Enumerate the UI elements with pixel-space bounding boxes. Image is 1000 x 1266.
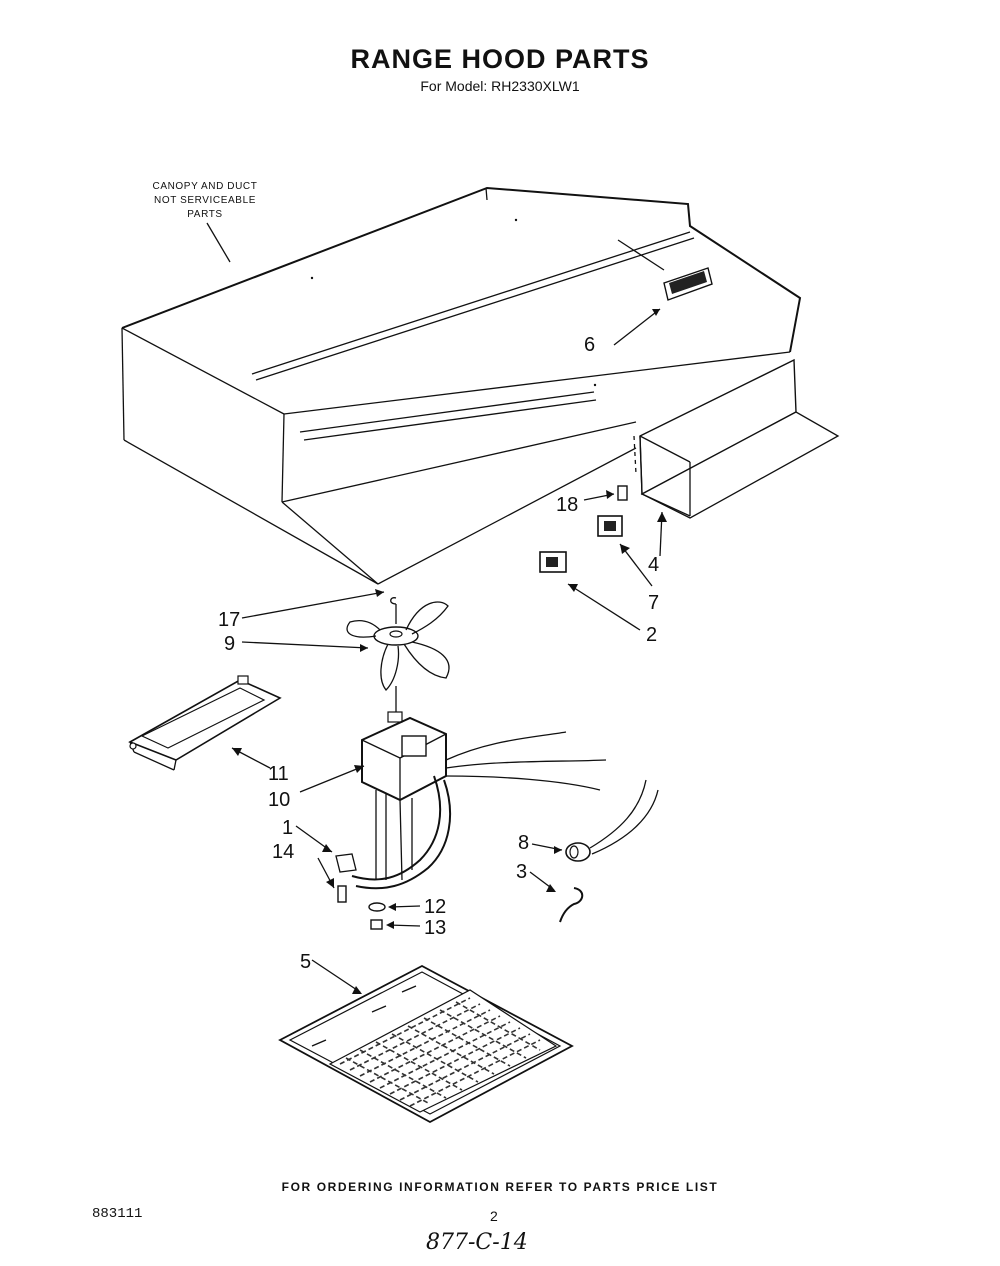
switch-part-7 — [597, 515, 653, 587]
callout-7: 7 — [648, 592, 659, 614]
model-subtitle: For Model: RH2330XLW1 — [420, 78, 580, 94]
callout-3: 3 — [516, 861, 527, 883]
callout-13: 13 — [424, 917, 446, 939]
duct-box-part-4 — [633, 358, 840, 557]
switch-part-2 — [539, 551, 641, 631]
canopy-note-line-2: NOT SERVICEABLE — [154, 195, 256, 206]
callout-17: 17 — [218, 609, 240, 631]
fan-blade-part-9 — [241, 589, 450, 691]
callout-11: 11 — [268, 763, 289, 785]
callout-14: 14 — [272, 841, 294, 863]
bolt-part-14 — [317, 857, 347, 903]
clip-part-3 — [529, 871, 584, 923]
nameplate-part-6 — [613, 239, 713, 346]
handwritten-annotation: 877-C-14 — [426, 1230, 528, 1255]
callout-18: 18 — [556, 494, 578, 516]
callout-4: 4 — [648, 554, 659, 576]
screw-part-18 — [583, 485, 628, 501]
callout-5: 5 — [300, 951, 311, 973]
callout-1: 1 — [282, 817, 293, 839]
canopy-note-line-3: PARTS — [187, 209, 222, 220]
callout-10: 10 — [268, 789, 290, 811]
range-hood-canopy — [121, 186, 802, 585]
canopy-note-line-1: CANOPY AND DUCT — [153, 181, 258, 192]
callout-9: 9 — [224, 633, 235, 655]
motor-bracket-part-1 — [295, 775, 452, 890]
page-number: 2 — [490, 1208, 498, 1224]
callout-6: 6 — [584, 334, 595, 356]
callout-labels: 6 18 4 7 2 17 9 11 10 1 14 12 13 8 3 5 — [218, 334, 659, 973]
ordering-note: FOR ORDERING INFORMATION REFER TO PARTS … — [281, 1180, 719, 1194]
document-code: 883111 — [92, 1206, 143, 1222]
callout-8: 8 — [518, 832, 529, 854]
motor-part-10 — [299, 686, 607, 881]
callout-12: 12 — [424, 896, 446, 918]
connector-part-8 — [531, 779, 659, 862]
light-assembly-part-11 — [128, 675, 282, 771]
washer-part-12 — [368, 902, 421, 912]
page-title: RANGE HOOD PARTS — [350, 44, 650, 74]
grease-filter-part-5 — [278, 959, 574, 1124]
canopy-note: CANOPY AND DUCT NOT SERVICEABLE PARTS — [153, 181, 258, 263]
nut-part-13 — [370, 919, 421, 930]
callout-2: 2 — [646, 624, 657, 646]
